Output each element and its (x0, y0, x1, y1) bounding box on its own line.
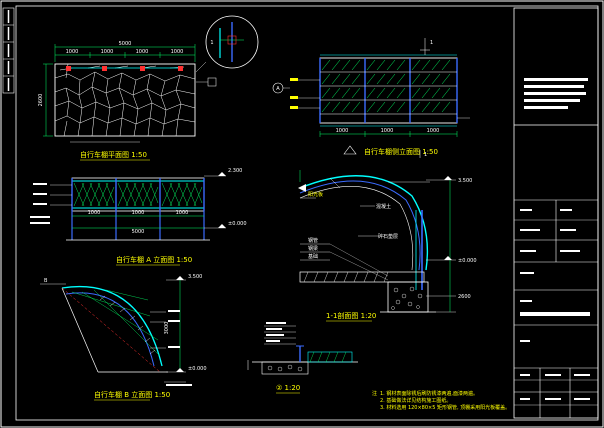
dim-front-total: 5000 (132, 229, 145, 235)
note-item-3: 3. 材料选用 120×80×5 矩形钢管, 顶棚采用阳光板覆盖。 (380, 404, 510, 411)
dim-right-seg3: 1000 (427, 128, 440, 134)
binding-strip (2, 7, 15, 94)
elev-h2: ±0.000 (228, 221, 247, 227)
dim-top-height: 2600 (38, 94, 44, 107)
stone-paving-pattern (54, 63, 196, 137)
dim-front-b: 1000 (132, 210, 145, 216)
plan-view-top (43, 44, 217, 143)
marker-top-1: 1 (430, 40, 433, 46)
section-1-1 (298, 170, 456, 313)
dim-top-seg2: 1000 (101, 49, 114, 55)
leader-foundation: 基础 (308, 253, 318, 260)
sec-h1: 3.500 (458, 178, 472, 184)
note-item-2: 2. 基础做法详见结构施工图纸。 (380, 397, 451, 404)
sec-h2: ±0.000 (458, 258, 477, 264)
fan-h: 3.500 (188, 274, 202, 280)
leader-steel-beam: 钢梁 (308, 245, 318, 252)
small-detail (247, 322, 358, 375)
title-elev-front: 自行车棚 A 立面图 1:50 (116, 255, 192, 264)
dim-top-seg4: 1000 (171, 49, 184, 55)
dim-top-seg1: 1000 (66, 49, 79, 55)
dim-top-total: 5000 (119, 41, 132, 47)
leader-sunboard: 阳光板 (308, 191, 323, 198)
title-block (513, 7, 599, 419)
detail-bubble-label: 1 (210, 40, 213, 46)
leader-steel-tube: 钢管 (308, 237, 318, 244)
fan-r: 3000 (164, 322, 170, 335)
note-item-1: 1. 钢材表面除锈后刷防锈漆两遍,面漆两遍。 (380, 390, 478, 397)
title-section-1: 1-1剖面图 1:20 (326, 311, 376, 320)
axis-a-bubble: A (276, 86, 280, 92)
title-plan-right: 自行车棚侧立面图 1:50 (364, 147, 438, 156)
dim-front-c: 1000 (176, 210, 189, 216)
dim-right-seg2: 1000 (381, 128, 394, 134)
dim-front-a: 1000 (88, 210, 101, 216)
axis-b-bubble: B (44, 278, 48, 284)
marker-bottom-1: 1 (424, 152, 427, 158)
detail-bubble (195, 15, 259, 73)
title-plan-top: 自行车棚平面图 1:50 (80, 150, 147, 159)
front-elevation (30, 172, 226, 241)
notes-label: 注 (372, 390, 377, 397)
leader-gravel: 碎石垫层 (378, 233, 398, 240)
leader-concrete: 混凝土 (376, 203, 391, 210)
fan-elevation (40, 276, 192, 386)
elev-h1: 2.300 (228, 168, 242, 174)
fan-base: ±0.000 (188, 366, 207, 372)
plan-view-right (272, 38, 470, 158)
title-fan: 自行车棚 B 立面图 1:50 (94, 390, 170, 399)
dim-top-seg3: 1000 (136, 49, 149, 55)
dim-right-seg1: 1000 (336, 128, 349, 134)
sec-width: 2600 (458, 294, 471, 300)
title-detail-small: ② 1:20 (276, 384, 300, 392)
